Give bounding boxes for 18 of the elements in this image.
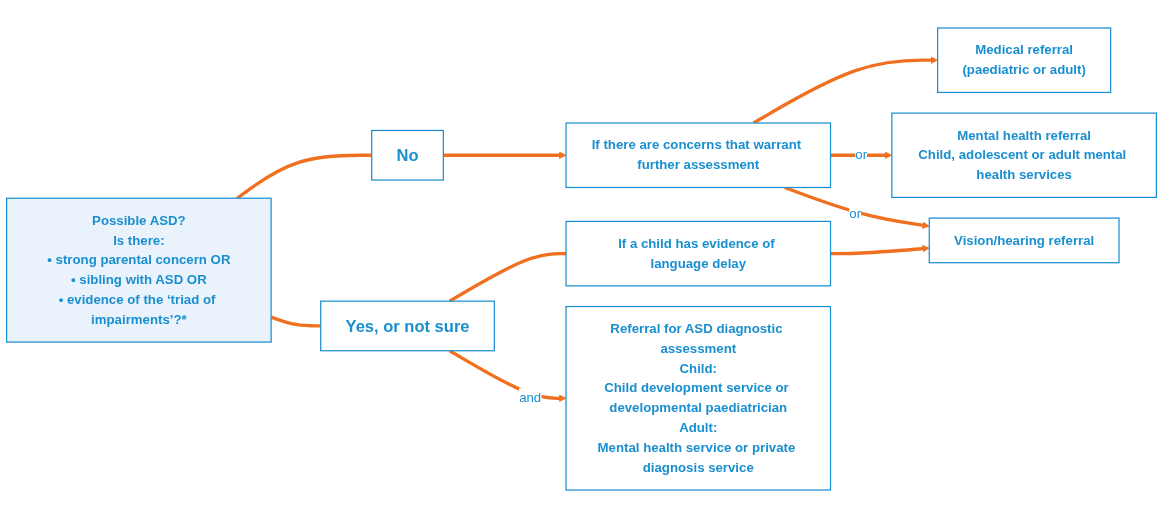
node-box: No: [371, 129, 444, 181]
node-box: Mental health referral Child, adolescent or adult mental health services: [891, 112, 1157, 199]
node-box: Yes, or not sure: [320, 300, 495, 352]
edge-label: or: [855, 147, 868, 162]
node-box: Possible ASD? Is there: • strong parental concern OR • sibling with ASD OR • evidence of the ‘triad of impairments’?*: [6, 197, 272, 343]
edge-label: and: [519, 390, 542, 405]
node-box: If a child has evidence of language delay: [565, 220, 832, 287]
arrow: [752, 56, 938, 125]
arrow: [448, 349, 567, 402]
node-box: Vision/hearing referral: [928, 217, 1120, 264]
node-box: Medical referral (paediatric or adult): [937, 27, 1112, 94]
edge-label: or: [849, 206, 862, 221]
connector: [236, 153, 372, 200]
node-box: Referral for ASD diagnostic assessment Child: Child development service or developmental paediatrician Adult: Mental health service or private diagnosis service: [565, 305, 832, 491]
node-box: If there are concerns that warrant further assessment: [565, 122, 832, 189]
connector: [448, 251, 566, 303]
arrow: [443, 151, 567, 159]
arrow: [830, 245, 930, 256]
